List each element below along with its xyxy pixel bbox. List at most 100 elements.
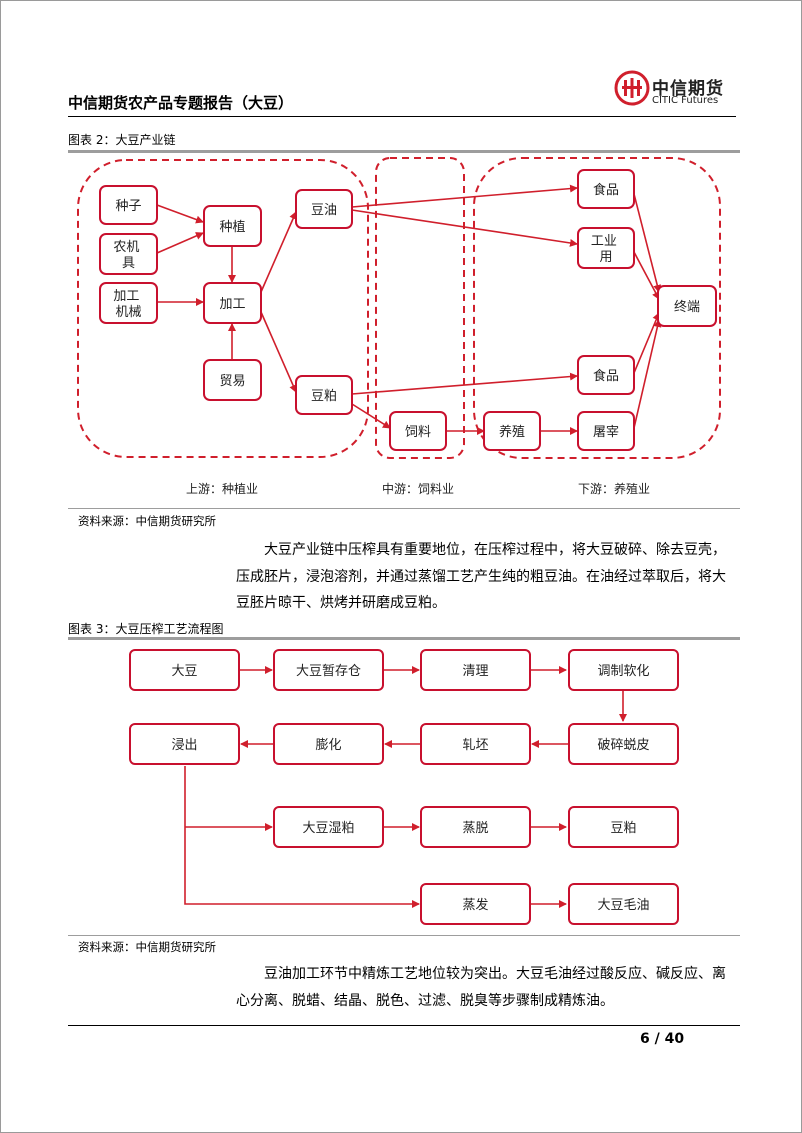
arrow-soymeal-food [351,372,578,395]
processing-machinery-line1: 加工 [113,289,139,304]
midstream-label: 中游：饲料业 [382,481,454,496]
node-breeding-box [483,411,541,451]
node-trade-box [203,359,262,401]
step-flaking-label: 轧坯 [462,738,488,753]
step-meal-box [568,806,679,848]
node-trade-label: 贸易 [219,374,245,389]
arrow-industrial-terminal [633,251,660,300]
figure3-title: 图表 3：大豆压榨工艺流程图 [68,622,224,636]
node-farm-machinery-box [99,233,158,275]
step-cleaning-box [420,649,531,691]
step-desolventizing-label: 蒸脱 [462,821,488,836]
node-soymeal-box [295,375,353,415]
arrow-processing-soyoil [260,211,297,293]
node-slaughter-label: 屠宰 [593,424,619,440]
arrow-processing-soymeal [260,311,297,393]
step-expansion-box [273,723,384,765]
upstream-label: 上游：种植业 [186,481,258,496]
step-expansion-label: 膨化 [315,738,341,753]
node-breeding-label: 养殖 [499,424,525,440]
node-food1-label: 食品 [593,182,619,198]
node-food2-label: 食品 [593,368,619,384]
paragraph-crushing: 大豆产业链中压榨具有重要地位，在压榨过程中，将大豆破碎、除去豆壳，压成胚片，浸泡… [236,542,726,611]
figure2-source: 资料来源：中信期货研究所 [78,514,216,528]
node-processing-machinery-box [99,282,158,324]
step-evaporation-box [420,883,531,925]
figure2-title: 图表 2：大豆产业链 [68,133,176,147]
citic-emblem-icon [614,70,650,106]
arrow-soyoil-industrial [351,209,578,247]
node-terminal-label: 终端 [674,299,700,315]
step-leaching-label: 浸出 [171,738,197,753]
header-rule [68,116,736,117]
soybean-industry-chain-diagram: 种子 种植 加工 贸易 豆油 豆粕 饲料 养殖 食品 食品 屠宰 终端 农机 具… [77,157,721,496]
arrow-soymeal-feed [351,403,391,429]
arrow-food2-terminal [633,312,660,374]
figure3-source: 资料来源：中信期货研究所 [78,940,216,954]
node-feed-box [389,411,447,451]
soybean-crushing-flowchart: 大豆 大豆暂存仓 清理 调制软化 浸出 膨化 轧坯 破碎蜕皮 大豆湿粕 蒸脱 豆… [129,649,679,925]
step-crudeoil-box [568,883,679,925]
step-conditioning-box [568,649,679,691]
step-storage-label: 大豆暂存仓 [296,664,361,679]
node-soyoil-box [295,189,353,229]
upstream-region [77,159,369,458]
node-planting-box [203,205,262,247]
node-slaughter-box [577,411,635,451]
arrow-soyoil-food [351,184,578,208]
node-industrial-label: 工业 用 [591,234,621,265]
step-wetmeal-box [273,806,384,848]
processing-machinery-line2: 机械 [115,305,141,320]
figure2-bottom-rule [68,508,740,509]
step-cleaning-label: 清理 [462,664,488,679]
downstream-region [473,157,721,459]
connector-leaching-branch [184,766,420,908]
node-processing-box [203,282,262,324]
node-feed-label: 饲料 [405,425,431,440]
page-number: 6 / 40 [640,1031,685,1047]
arrow-machinery-planting [156,232,204,254]
node-soymeal-label: 豆粕 [311,389,337,404]
industrial-line1: 工业 [591,234,617,249]
arrow-seed-planting [156,204,204,224]
farm-machinery-line1: 农机 [113,240,139,255]
step-evaporation-label: 蒸发 [462,897,488,913]
node-farm-machinery-label: 农机 具 [113,240,143,271]
node-processing-machinery-label: 加工 机械 [113,289,143,320]
industrial-line2: 用 [599,250,612,265]
step-desolventizing-box [420,806,531,848]
figure3-bottom-rule [68,935,740,936]
report-title: 中信期货农产品专题报告（大豆） [68,94,294,112]
footer-rule [68,1025,740,1026]
node-soyoil-label: 豆油 [311,203,337,218]
figure3-top-rule [68,637,740,640]
step-wetmeal-label: 大豆湿粕 [302,821,354,836]
node-terminal-box [657,285,717,327]
node-planting-label: 种植 [219,220,245,235]
arrow-slaughter-terminal [633,319,662,429]
midstream-region [375,157,465,459]
logo-english-name: CITIC Futures [652,95,719,106]
arrow-food1-terminal [633,193,662,293]
step-dehulling-label: 破碎蜕皮 [597,738,649,753]
node-food2-box [577,355,635,395]
citic-logo: 中信期货 CITIC Futures [614,70,734,112]
step-meal-label: 豆粕 [610,821,636,836]
step-flaking-box [420,723,531,765]
downstream-label: 下游：养殖业 [578,481,650,496]
step-storage-box [273,649,384,691]
step-soybean-label: 大豆 [171,664,197,679]
step-crudeoil-label: 大豆毛油 [597,898,649,913]
logo-chinese-name: 中信期货 [652,79,724,99]
paragraph-refining: 豆油加工环节中精炼工艺地位较为突出。大豆毛油经过酸反应、碱反应、离心分离、脱蜡、… [236,966,726,1009]
node-seed-box [99,185,158,225]
step-leaching-box [129,723,240,765]
node-industrial-box [577,227,635,269]
node-processing-label: 加工 [219,297,245,312]
figure2-top-rule [68,150,740,153]
node-food1-box [577,169,635,209]
step-conditioning-label: 调制软化 [597,664,649,679]
farm-machinery-line2: 具 [122,256,135,271]
node-seed-label: 种子 [115,199,141,214]
step-soybean-box [129,649,240,691]
